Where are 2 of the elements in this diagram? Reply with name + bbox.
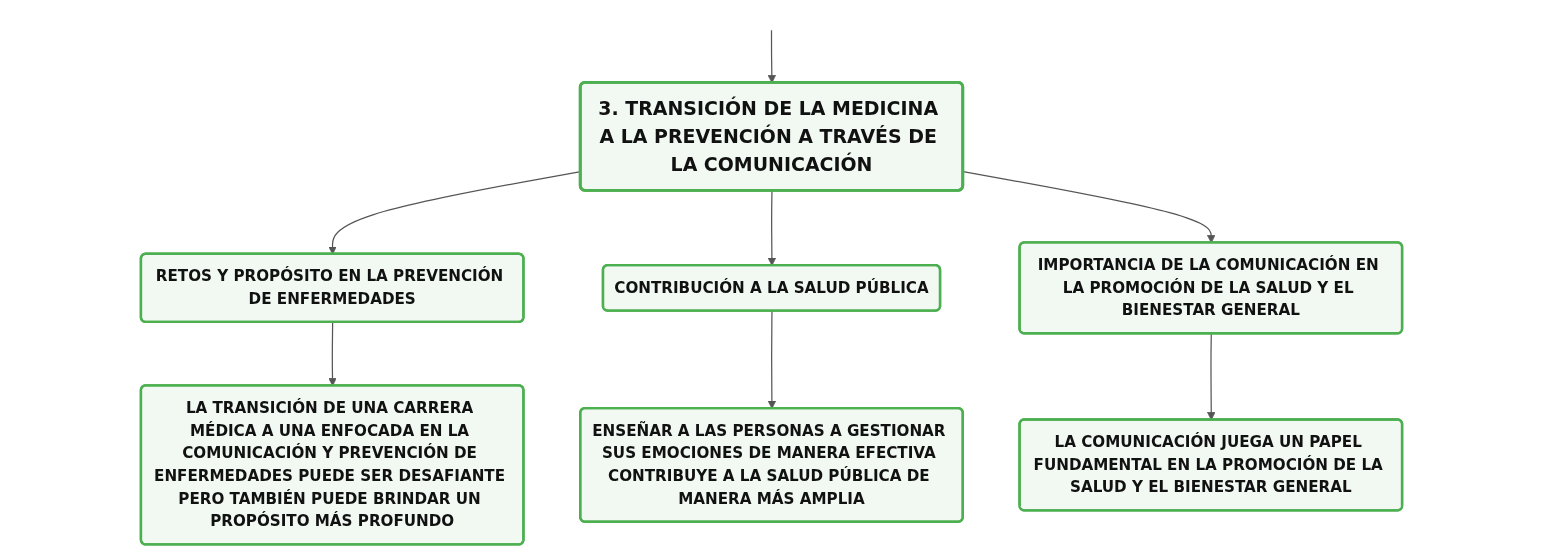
arrow: [767, 190, 777, 266]
arrow: [767, 310, 777, 409]
